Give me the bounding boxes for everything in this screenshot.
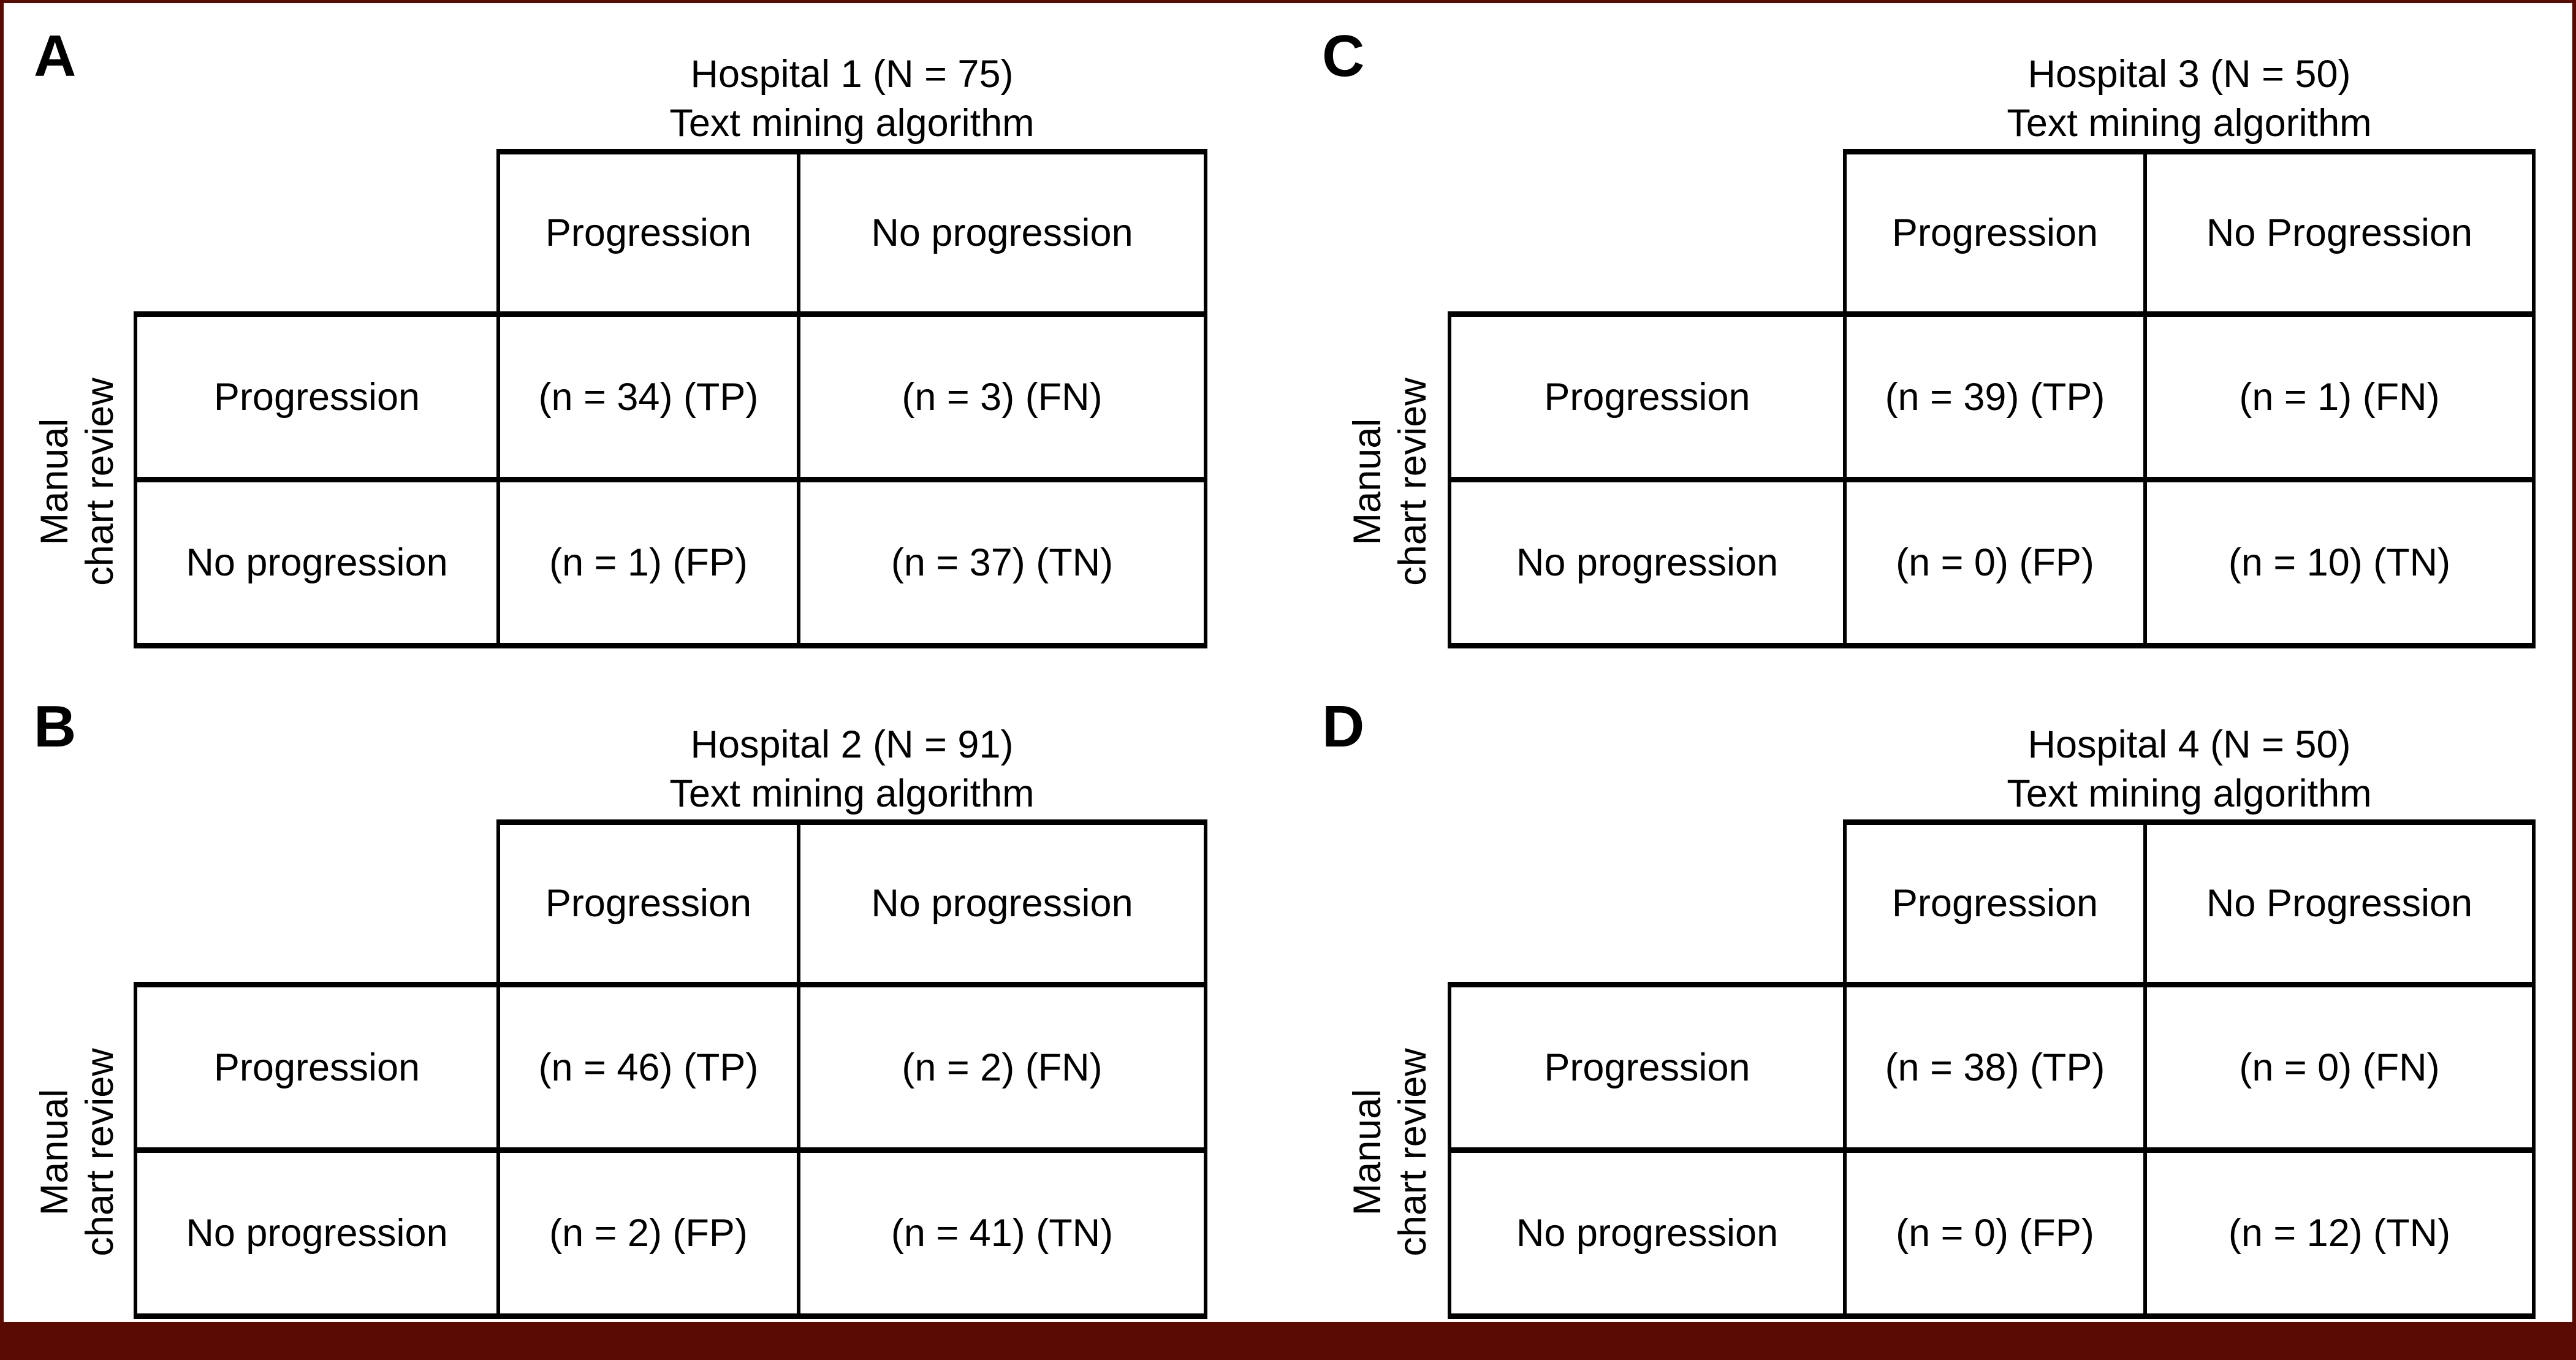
col-header-no-progression: No progression xyxy=(797,149,1207,311)
panel-a-title: Hospital 1 (N = 75) Text mining algorith… xyxy=(496,50,1207,148)
manual-chart-review-label: Manual chart review xyxy=(1345,378,1435,586)
panel-label-b: B xyxy=(34,694,77,759)
corner-cell xyxy=(1448,149,1843,311)
cell-false-positive: (n = 1) (FP) xyxy=(496,477,797,648)
panel-a-title-col-axis: Text mining algorithm xyxy=(669,102,1035,145)
row-axis-line2: chart review xyxy=(1391,378,1434,586)
cell-false-positive: (n = 0) (FP) xyxy=(1843,477,2143,648)
cell-true-negative: (n = 12) (TN) xyxy=(2143,1147,2536,1319)
corner-cell xyxy=(1448,819,1843,982)
panel-a-title-hospital: Hospital 1 (N = 75) xyxy=(690,53,1014,96)
panel-c-title-col-axis: Text mining algorithm xyxy=(2007,102,2372,145)
panel-d-title-hospital: Hospital 4 (N = 50) xyxy=(2027,723,2351,766)
row-header-progression: Progression xyxy=(1448,982,1843,1147)
cell-true-negative: (n = 37) (TN) xyxy=(797,477,1207,648)
frame-border-top xyxy=(0,0,2576,3)
frame-border-right xyxy=(2572,0,2576,1360)
row-header-no-progression: No progression xyxy=(1448,1147,1843,1319)
row-header-progression: Progression xyxy=(134,311,496,477)
row-header-no-progression: No progression xyxy=(134,477,496,648)
panel-c-confusion-matrix: Progression No Progression Progression (… xyxy=(1448,149,2536,648)
corner-cell xyxy=(134,149,496,311)
panel-b-title: Hospital 2 (N = 91) Text mining algorith… xyxy=(496,720,1207,818)
cell-true-positive: (n = 34) (TP) xyxy=(496,311,797,477)
panel-label-c: C xyxy=(1322,23,1365,89)
panel-b: B Hospital 2 (N = 91) Text mining algori… xyxy=(6,674,1287,1342)
cell-false-negative: (n = 3) (FN) xyxy=(797,311,1207,477)
panel-c-title-hospital: Hospital 3 (N = 50) xyxy=(2027,53,2351,96)
panel-b-title-col-axis: Text mining algorithm xyxy=(669,772,1035,815)
cell-false-positive: (n = 0) (FP) xyxy=(1843,1147,2143,1319)
row-header-progression: Progression xyxy=(1448,311,1843,477)
frame-border-left xyxy=(0,0,4,1360)
col-header-no-progression: No progression xyxy=(797,819,1207,982)
panel-label-a: A xyxy=(34,23,77,89)
manual-chart-review-label: Manual chart review xyxy=(32,1048,123,1256)
cell-true-positive: (n = 39) (TP) xyxy=(1843,311,2143,477)
manual-chart-review-label: Manual chart review xyxy=(32,378,123,586)
cell-false-negative: (n = 2) (FN) xyxy=(797,982,1207,1147)
col-header-progression: Progression xyxy=(496,819,797,982)
panel-d-title: Hospital 4 (N = 50) Text mining algorith… xyxy=(1843,720,2536,818)
col-header-progression: Progression xyxy=(1843,149,2143,311)
frame-border-bottom xyxy=(0,1322,2576,1360)
row-header-progression: Progression xyxy=(134,982,496,1147)
cell-true-positive: (n = 38) (TP) xyxy=(1843,982,2143,1147)
row-axis-line1: Manual xyxy=(33,1088,76,1216)
row-axis-line2: chart review xyxy=(78,1048,121,1256)
cell-true-negative: (n = 41) (TN) xyxy=(797,1147,1207,1319)
panel-a: A Hospital 1 (N = 75) Text mining algori… xyxy=(6,4,1287,672)
col-header-no-progression: No Progression xyxy=(2143,149,2536,311)
panel-d-title-col-axis: Text mining algorithm xyxy=(2007,772,2372,815)
corner-cell xyxy=(134,819,496,982)
panel-b-title-hospital: Hospital 2 (N = 91) xyxy=(690,723,1014,766)
col-header-progression: Progression xyxy=(496,149,797,311)
row-axis-line1: Manual xyxy=(33,418,76,545)
col-header-progression: Progression xyxy=(1843,819,2143,982)
panel-d-confusion-matrix: Progression No Progression Progression (… xyxy=(1448,819,2536,1319)
cell-false-negative: (n = 1) (FN) xyxy=(2143,311,2536,477)
panel-c-title: Hospital 3 (N = 50) Text mining algorith… xyxy=(1843,50,2536,148)
cell-false-positive: (n = 2) (FP) xyxy=(496,1147,797,1319)
cell-true-negative: (n = 10) (TN) xyxy=(2143,477,2536,648)
row-axis-line1: Manual xyxy=(1346,1088,1389,1216)
panel-d: D Hospital 4 (N = 50) Text mining algori… xyxy=(1294,674,2575,1342)
cell-false-negative: (n = 0) (FN) xyxy=(2143,982,2536,1147)
col-header-no-progression: No Progression xyxy=(2143,819,2536,982)
panel-c: C Hospital 3 (N = 50) Text mining algori… xyxy=(1294,4,2575,672)
cell-true-positive: (n = 46) (TP) xyxy=(496,982,797,1147)
row-axis-line2: chart review xyxy=(1391,1048,1434,1256)
row-axis-line2: chart review xyxy=(78,378,121,586)
panel-label-d: D xyxy=(1322,694,1365,759)
row-header-no-progression: No progression xyxy=(134,1147,496,1319)
row-axis-line1: Manual xyxy=(1346,418,1389,545)
row-header-no-progression: No progression xyxy=(1448,477,1843,648)
manual-chart-review-label: Manual chart review xyxy=(1345,1048,1435,1256)
panel-b-confusion-matrix: Progression No progression Progression (… xyxy=(134,819,1207,1319)
panel-a-confusion-matrix: Progression No progression Progression (… xyxy=(134,149,1207,648)
